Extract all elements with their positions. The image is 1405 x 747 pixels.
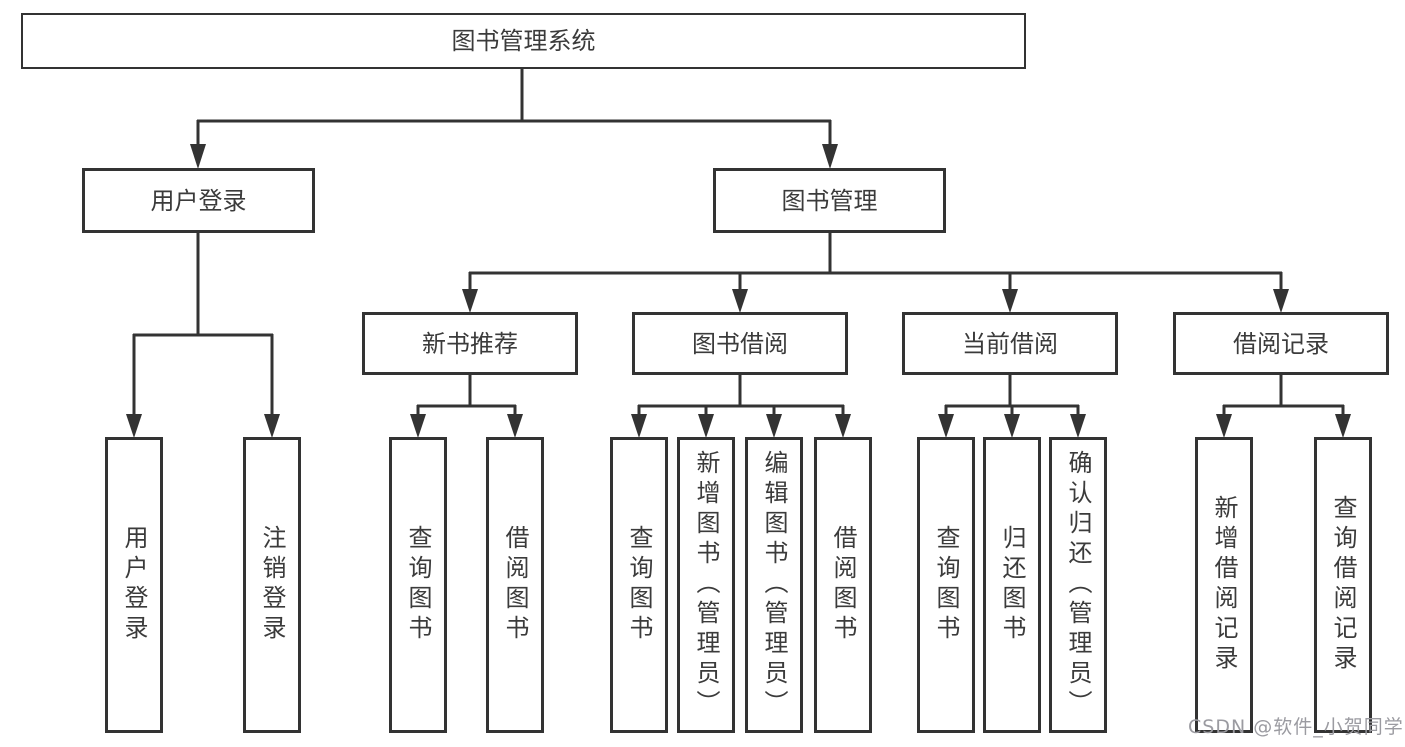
watermark: CSDN @软件_小贺同学 — [1188, 716, 1404, 738]
leaf-query-books-borrow: 查询图书 — [610, 437, 668, 733]
leaf-query-books-current: 查询图书 — [917, 437, 975, 733]
node-library-management-system: 图书管理系统 — [21, 13, 1026, 69]
node-book-borrowing: 图书借阅 — [632, 312, 848, 375]
leaf-edit-books-admin: 编辑图书（管理员） — [745, 437, 803, 733]
node-current-borrowing: 当前借阅 — [902, 312, 1118, 375]
leaf-query-books-recommend: 查询图书 — [389, 437, 447, 733]
leaf-borrow-books: 借阅图书 — [814, 437, 872, 733]
leaf-confirm-return-admin: 确认归还（管理员） — [1049, 437, 1107, 733]
leaf-add-borrow-record: 新增借阅记录 — [1195, 437, 1253, 733]
leaf-query-borrow-record: 查询借阅记录 — [1314, 437, 1372, 733]
leaf-user-login: 用户登录 — [105, 437, 163, 733]
leaf-return-books: 归还图书 — [983, 437, 1041, 733]
leaf-add-books-admin: 新增图书（管理员） — [677, 437, 735, 733]
node-borrowing-records: 借阅记录 — [1173, 312, 1389, 375]
node-user-login: 用户登录 — [82, 168, 315, 233]
leaf-borrow-books-recommend: 借阅图书 — [486, 437, 544, 733]
node-book-management: 图书管理 — [713, 168, 946, 233]
leaf-logout: 注销登录 — [243, 437, 301, 733]
node-new-book-recommendation: 新书推荐 — [362, 312, 578, 375]
